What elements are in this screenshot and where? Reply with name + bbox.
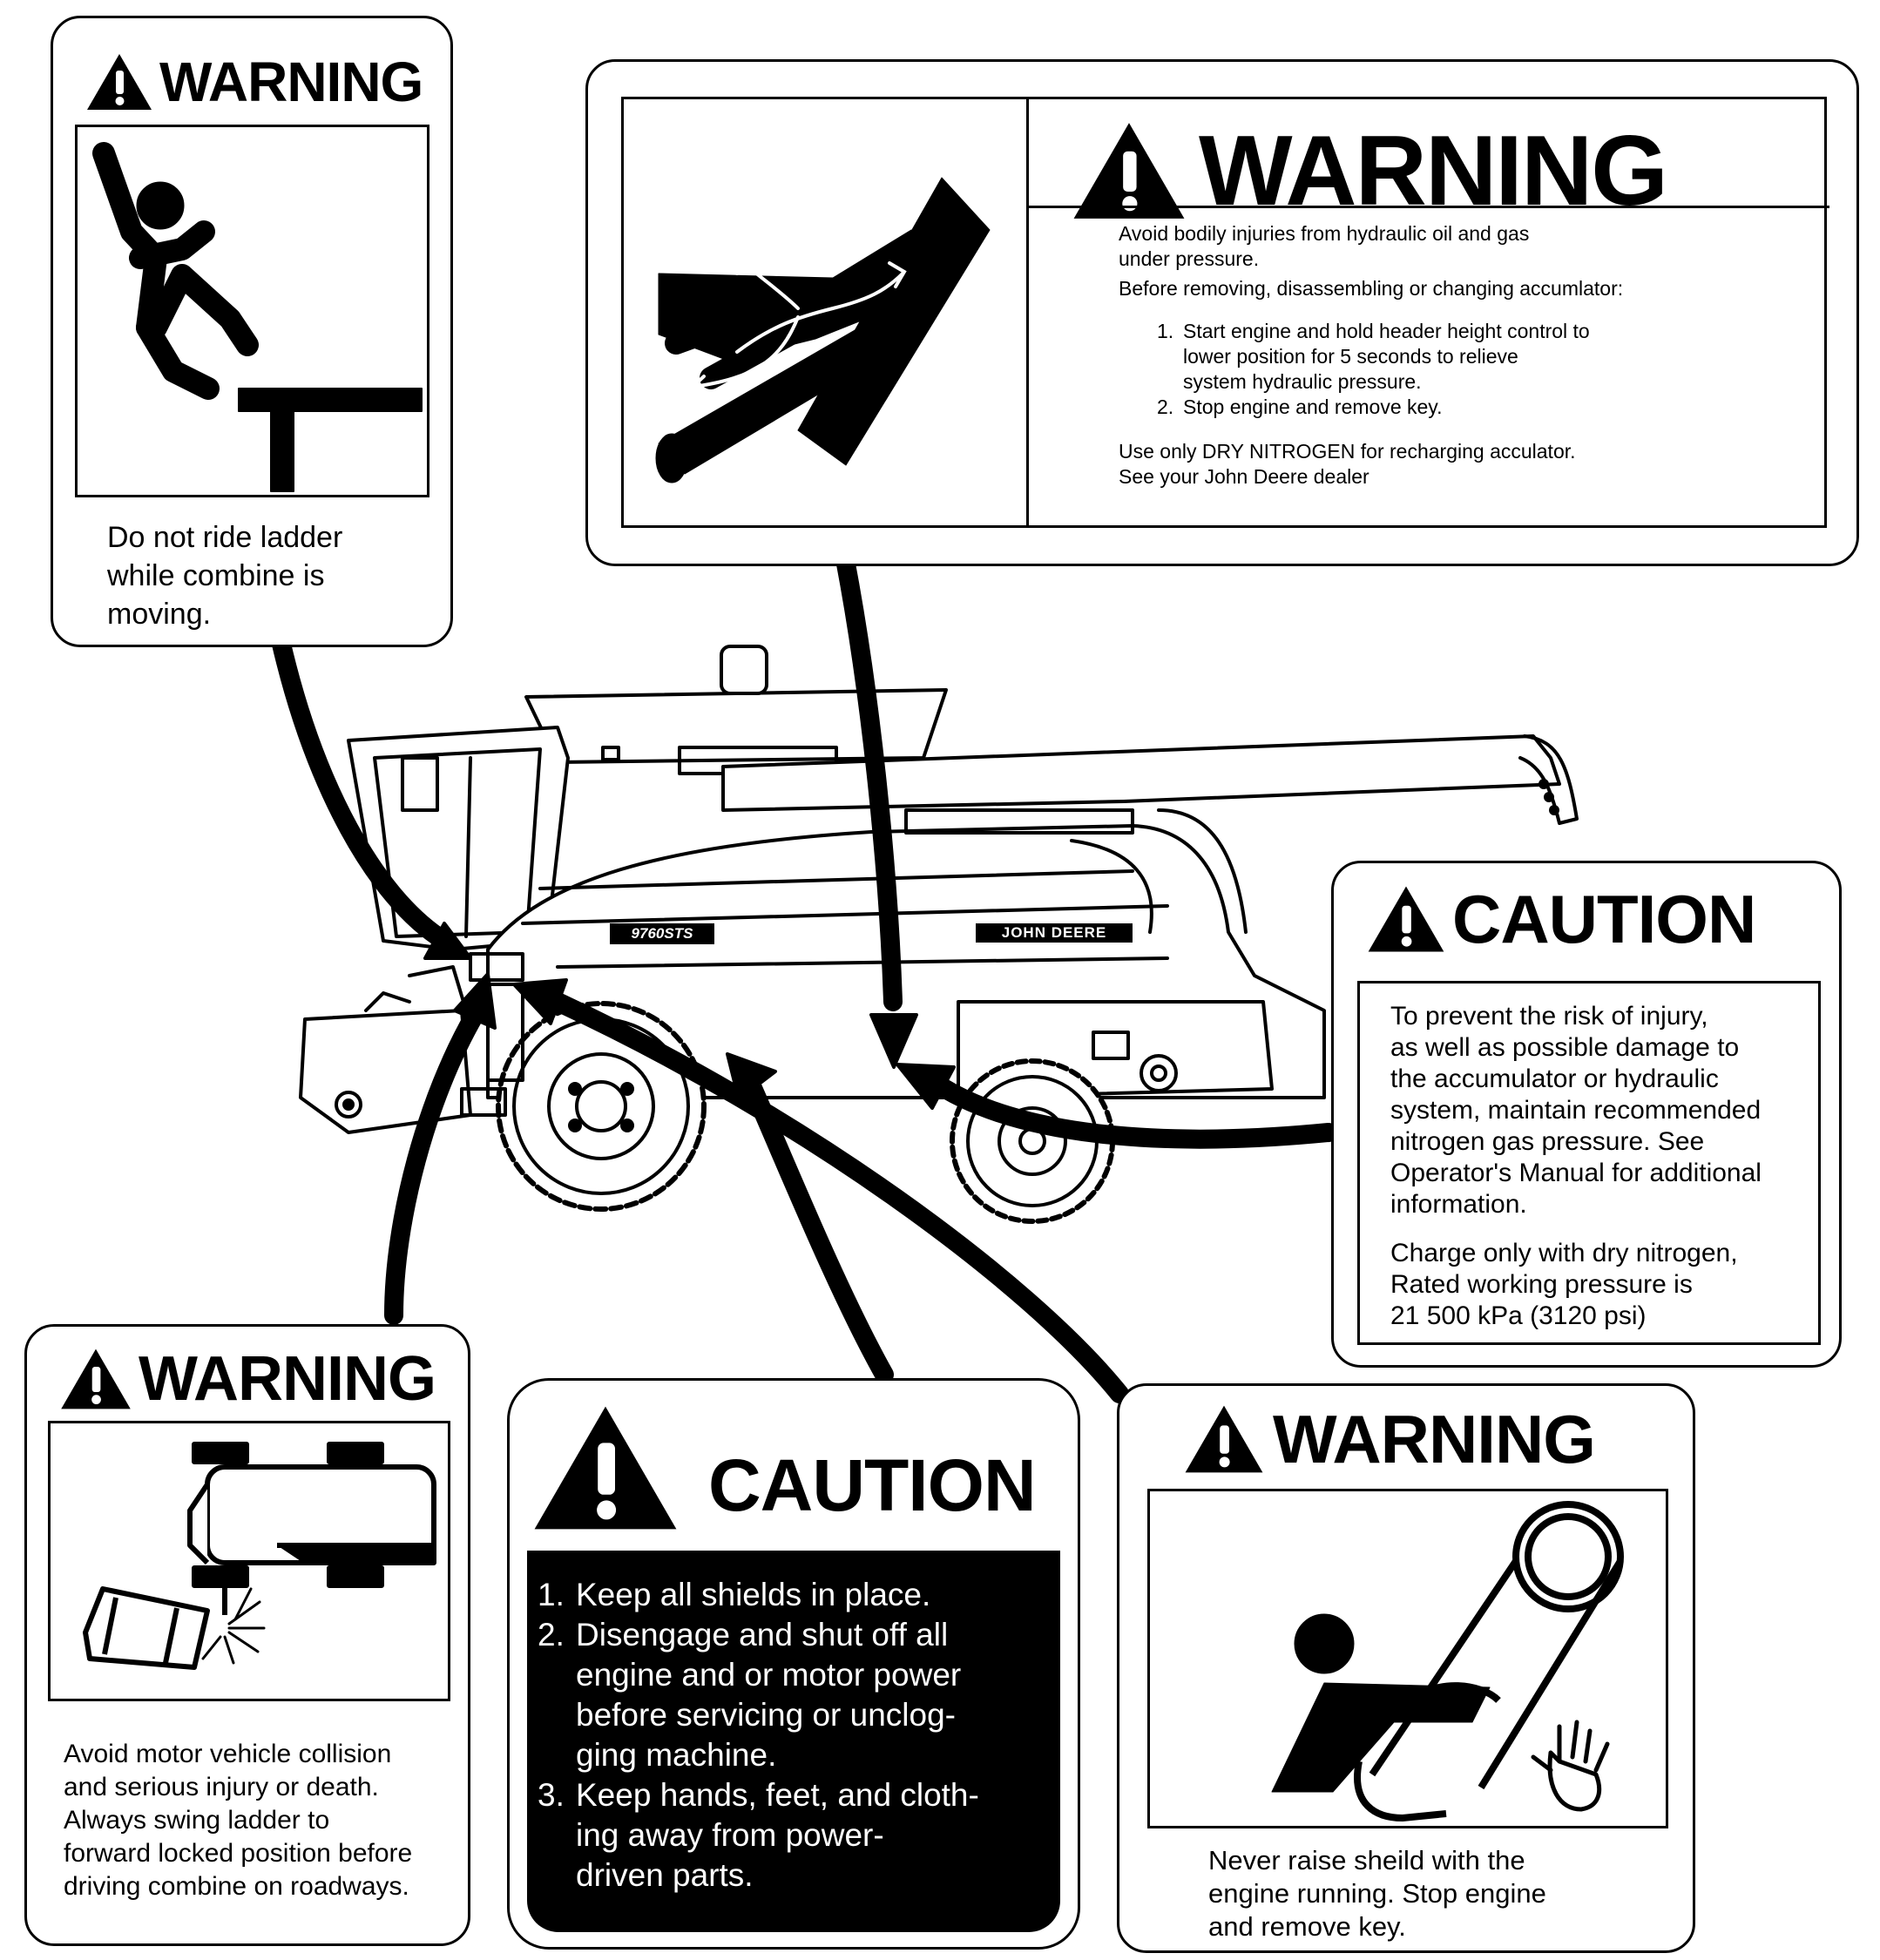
- shields-item-number: 2.: [538, 1617, 565, 1652]
- accumulator-caution-line: as well as possible damage to: [1390, 1033, 1740, 1062]
- shields-item-line: before servicing or unclog-: [576, 1697, 956, 1733]
- accumulator-caution-line: the accumulator or hydraulic: [1390, 1064, 1719, 1093]
- accumulator-caution-line: Rated working pressure is: [1390, 1270, 1693, 1299]
- shields-item-line: ging machine.: [576, 1737, 777, 1773]
- hydraulic-step-line: Start engine and hold header height cont…: [1183, 320, 1590, 342]
- brand-label: JOHN DEERE: [1001, 924, 1107, 941]
- belt-entanglement-hand-icon: [1271, 1501, 1624, 1821]
- arrow-accumulator: [936, 1079, 1338, 1149]
- accumulator-caution-line: system, maintain recommended: [1390, 1096, 1762, 1125]
- ladder-warning-line: while combine is: [107, 559, 325, 592]
- hydraulic-warning-closing: Use only DRY NITROGEN for recharging acc…: [1119, 440, 1576, 463]
- roadway-warning-text: Avoid motor vehicle collision and seriou…: [64, 1738, 412, 1903]
- hydraulic-warning-closing: See your John Deere dealer: [1119, 465, 1369, 488]
- hydraulic-step-line: lower position for 5 seconds to relieve: [1183, 345, 1518, 368]
- exhaust-stack: [720, 645, 768, 695]
- shields-caution-message: 1. Keep all shields in place. 2. Disenga…: [527, 1551, 1060, 1932]
- belt-warning-decal: WARNING Never raise sheild with t: [1117, 1383, 1695, 1953]
- belt-warning-header: WARNING: [1182, 1400, 1596, 1477]
- alert-triangle-icon: [1185, 1405, 1263, 1473]
- belt-warning-line: Never raise sheild with the: [1208, 1845, 1525, 1876]
- shields-item-line: Keep all shields in place.: [576, 1577, 931, 1612]
- hydraulic-warning-divider: [1026, 206, 1829, 208]
- hydraulic-warning-text: Avoid bodily injuries from hydraulic oil…: [1119, 221, 1623, 490]
- roadway-warning-line: forward locked position before: [64, 1839, 413, 1868]
- roadway-warning-header: WARNING: [58, 1344, 436, 1414]
- hydraulic-warning-signal: WARNING: [1199, 115, 1668, 226]
- person-falling-from-ladder-icon: [92, 142, 423, 492]
- shields-item-line: engine and or motor power: [576, 1657, 962, 1693]
- ladder-warning-pictogram: [75, 125, 429, 497]
- ladder-warning-header: WARNING: [85, 51, 423, 113]
- hydraulic-warning-intro: Avoid bodily injuries from hydraulic oil…: [1119, 222, 1530, 245]
- accumulator-caution-line: 21 500 kPa (3120 psi): [1390, 1301, 1647, 1330]
- shields-item-line: driven parts.: [576, 1857, 754, 1893]
- hand-injected-by-hydraulic-fluid-icon: [655, 177, 991, 483]
- shields-item-number: 3.: [538, 1777, 565, 1813]
- alert-triangle-icon: [61, 1348, 131, 1409]
- shields-caution-signal: CAUTION: [708, 1443, 1037, 1526]
- belt-warning-line: engine running. Stop engine: [1208, 1878, 1546, 1909]
- ladder-warning-line: moving.: [107, 598, 212, 631]
- accumulator-caution-decal: CAUTION To prevent the risk of injury, a…: [1331, 861, 1842, 1368]
- shields-caution-decal: CAUTION 1. Keep all shields in place. 2.…: [507, 1378, 1080, 1950]
- hydraulic-warning-before: Before removing, disassembling or changi…: [1119, 277, 1624, 300]
- hydraulic-warning-decal: WARNING Avoid bodily injuries from hydra…: [585, 59, 1859, 566]
- shields-item-number: 1.: [538, 1577, 565, 1612]
- ladder-warning-signal: WARNING: [159, 51, 423, 113]
- accumulator-caution-line: Charge only with dry nitrogen,: [1390, 1239, 1738, 1267]
- arrow-hydraulic: [835, 550, 903, 1011]
- roadway-warning-line: and serious injury or death.: [64, 1773, 379, 1801]
- roadway-warning-decal: WARNING Avoid motor vehicle c: [24, 1324, 470, 1946]
- accumulator-caution-line: information.: [1390, 1190, 1527, 1219]
- roadway-warning-pictogram: [48, 1421, 450, 1701]
- accumulator-caution-signal: CAUTION: [1452, 880, 1756, 957]
- arrow-ladder: [271, 631, 454, 950]
- hydraulic-warning-frame: WARNING Avoid bodily injuries from hydra…: [621, 97, 1829, 528]
- roadway-warning-line: Always swing ladder to: [64, 1806, 330, 1835]
- belt-warning-text: Never raise sheild with the engine runni…: [1208, 1844, 1546, 1943]
- front-drive-wheel: [496, 1001, 707, 1212]
- accumulator-caution-header: CAUTION: [1365, 881, 1756, 957]
- alert-triangle-icon: [534, 1406, 677, 1530]
- alert-triangle-icon: [1368, 886, 1444, 952]
- hydraulic-warning-pictogram: [621, 97, 1029, 528]
- shields-item-line: ing away from power-: [576, 1817, 884, 1853]
- model-label: 9760STS: [631, 925, 693, 942]
- shields-item-line: Disengage and shut off all: [576, 1617, 949, 1652]
- arrow-belt: [548, 992, 1129, 1403]
- roadway-warning-line: Avoid motor vehicle collision: [64, 1740, 392, 1768]
- accumulator-caution-line: nitrogen gas pressure. See: [1390, 1127, 1705, 1156]
- belt-warning-pictogram: [1147, 1489, 1668, 1828]
- alert-triangle-icon: [1073, 123, 1185, 219]
- roadway-warning-signal: WARNING: [139, 1344, 436, 1414]
- shields-caution-header: CAUTION: [529, 1398, 1064, 1538]
- accumulator-caution-line: To prevent the risk of injury,: [1390, 1002, 1708, 1031]
- arrow-roadway: [384, 1005, 484, 1325]
- hydraulic-step-number: 2.: [1157, 395, 1174, 418]
- roadway-warning-line: driving combine on roadways.: [64, 1872, 409, 1901]
- ladder-warning-line: Do not ride ladder: [107, 521, 343, 554]
- hydraulic-step-line: system hydraulic pressure.: [1183, 370, 1422, 393]
- hydraulic-step-number: 1.: [1157, 320, 1174, 342]
- accumulator-caution-line: Operator's Manual for additional: [1390, 1159, 1762, 1187]
- belt-warning-line: and remove key.: [1208, 1911, 1406, 1942]
- ladder-warning-text: Do not ride ladder while combine is movi…: [107, 518, 342, 633]
- belt-warning-signal: WARNING: [1273, 1400, 1596, 1477]
- ladder-warning-decal: WARNING Do not ride ladder while combine…: [51, 16, 453, 647]
- vehicle-collision-with-ladder-icon: [83, 1442, 436, 1670]
- shields-item-line: Keep hands, feet, and cloth-: [576, 1777, 979, 1813]
- hydraulic-warning-intro: under pressure.: [1119, 247, 1260, 270]
- accumulator-caution-message: To prevent the risk of injury, as well a…: [1357, 981, 1821, 1345]
- alert-triangle-icon: [87, 54, 152, 110]
- hydraulic-step-line: Stop engine and remove key.: [1183, 395, 1443, 418]
